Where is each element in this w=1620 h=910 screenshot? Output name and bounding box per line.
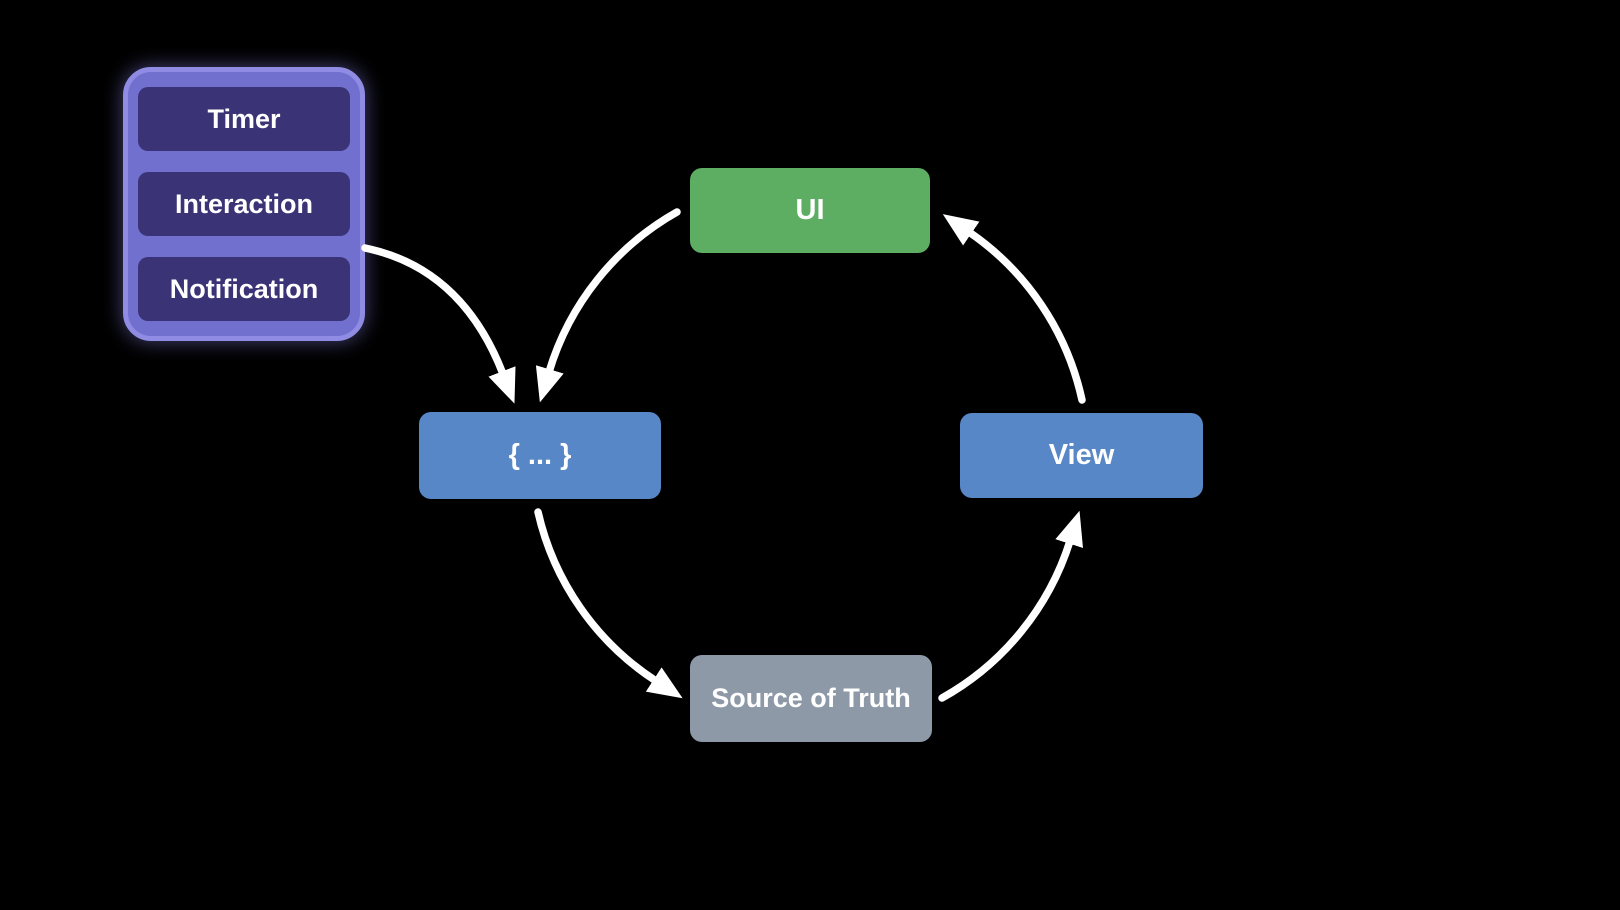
node-state-label: { ... }: [508, 439, 572, 471]
node-ui: UI: [690, 168, 930, 253]
arrow-events-to-state: [361, 244, 516, 404]
event-sources-panel: Timer Interaction Notification: [123, 67, 365, 341]
node-state: { ... }: [419, 412, 661, 499]
arrow-view-to-ui: [942, 214, 1086, 404]
arrow-source-to-view: [938, 510, 1083, 702]
event-item-timer-label: Timer: [207, 103, 281, 134]
node-ui-label: UI: [795, 194, 825, 226]
event-item-interaction-label: Interaction: [174, 188, 314, 219]
arrow-ui-to-state: [535, 208, 681, 403]
event-item-notification-label: Notification: [169, 273, 319, 304]
node-view: View: [960, 413, 1203, 498]
node-source-of-truth: Source of Truth: [690, 655, 932, 742]
arrow-state-to-source: [534, 508, 683, 699]
event-item-interaction: Interaction: [138, 172, 350, 236]
node-view-label: View: [1048, 439, 1115, 471]
event-item-timer: Timer: [138, 87, 350, 151]
event-item-notification: Notification: [138, 257, 350, 321]
node-source-of-truth-label: Source of Truth: [711, 683, 911, 713]
